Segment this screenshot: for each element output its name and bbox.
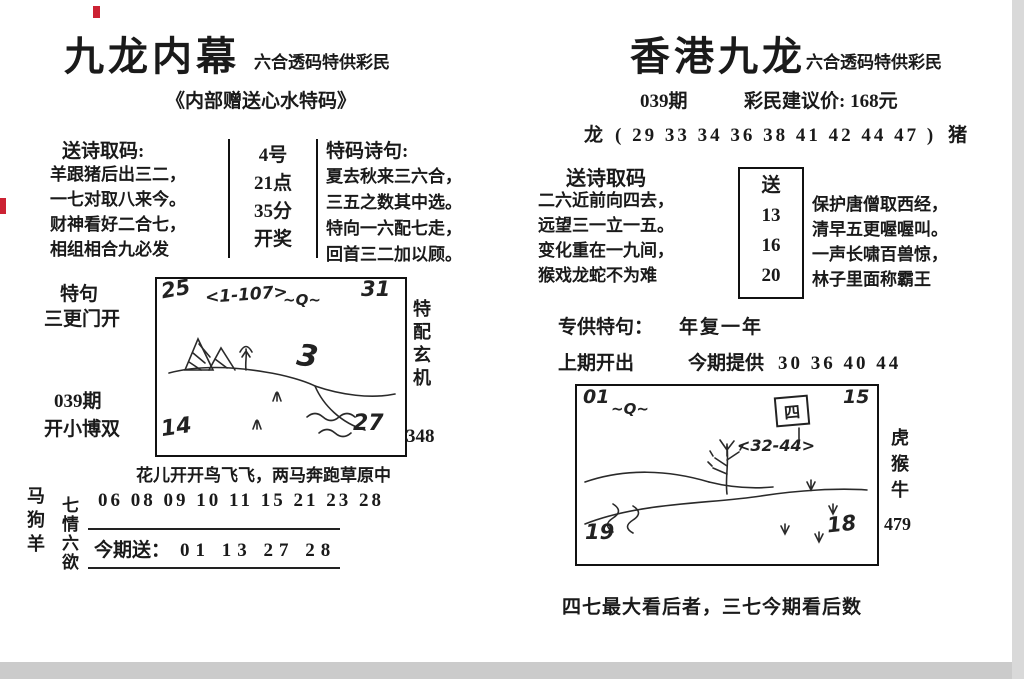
divider-line (88, 528, 340, 530)
poem-line: 一七对取八来今。 (50, 190, 186, 209)
sketch-range: <32-44> (737, 436, 815, 455)
poem-line: 财神看好二合七， (50, 215, 186, 234)
left-draw-info-box: 4号 21点 35分 开奖 (228, 139, 318, 258)
today-send-numbers: 01 13 27 28 (180, 540, 337, 561)
special-phrase-value: 年复一年 (679, 317, 764, 338)
poem-line: 二六近前向四去， (538, 191, 674, 210)
right-bottom-caption: 四七最大看后者，三七今期看后数 (562, 597, 863, 618)
left-numbers-row: 06 08 09 10 11 15 21 23 28 (98, 490, 384, 511)
zodiac-numbers: ( 29 33 34 36 38 41 42 44 47 ) (615, 125, 937, 146)
poem-line: 特向一六配七走， (326, 219, 462, 238)
poem-line: 回首三二加以顾。 (326, 245, 462, 264)
left-poem-block: 羊跟猪后出三二， 一七对取八来今。 财神看好二合七， 相组相合九必发 (50, 162, 186, 262)
sketch-number: 01 (583, 386, 610, 408)
provide-numbers: 30 36 40 44 (778, 353, 902, 374)
sun-doodle: ~Q~ (611, 400, 649, 418)
left-special-poem-label: 特码诗句: (326, 141, 409, 162)
poem-line: 相组相合九必发 (50, 240, 169, 259)
right-issue-number: 039期 (640, 91, 688, 112)
right-special-phrase-row: 专供特句： 年复一年 (558, 312, 763, 339)
left-sketch-box: 25 <1-107> ~Q~ 31 3 14 27 (155, 274, 407, 457)
right-panel-title: 香港九龙 (630, 34, 806, 79)
draw-info-line: 35分 (253, 201, 292, 222)
send-box-number: 13 (761, 205, 781, 226)
previous-draw-label: 上期开出 (558, 353, 635, 374)
draw-info-line: 21点 (253, 173, 292, 194)
boxed-character: 四 (773, 394, 811, 428)
left-teju-label: 特句 (60, 284, 99, 305)
left-issue-number: 039期 (54, 391, 102, 412)
red-scan-mark (0, 198, 6, 214)
right-poem-block: 二六近前向四去， 远望三一立一五。 变化重在一九间， 猴戏龙蛇不为难 (538, 188, 674, 288)
poem-line: 夏去秋来三六合， (326, 167, 462, 186)
poem-line: 远望三一立一五。 (538, 216, 674, 235)
send-box-number: 16 (761, 235, 781, 256)
left-kaixiao-text: 开小博双 (44, 419, 121, 440)
left-side-vertical-label: 特配玄机 (411, 299, 431, 391)
scan-edge-right (1012, 0, 1024, 679)
right-verse-block: 保护唐僧取西经， 清早五更喔喔叫。 一声长啸百兽惊， 林子里面称霸王 (812, 192, 948, 292)
send-box-number: 20 (761, 265, 781, 286)
left-zodiac-vertical: 马狗羊 (25, 486, 45, 558)
today-send-label: 今期送： (94, 540, 171, 561)
left-phrase-vertical: 七情六欲 (59, 496, 78, 572)
right-side-number: 479 (884, 514, 911, 534)
left-teju-text: 三更门开 (44, 309, 121, 330)
draw-info-line: 4号 (258, 145, 288, 166)
sketch-number: 19 (585, 520, 615, 544)
right-panel-subtitle: 六合透码特供彩民 (806, 53, 942, 72)
right-sketch-box: 01 ~Q~ 15 四 <32-44> 19 18 (575, 384, 879, 566)
sketch-number: 25 (159, 274, 193, 304)
right-zodiac-vertical: 虎猴牛 (889, 428, 909, 506)
right-sketch-drawing (584, 427, 868, 544)
poem-line: 一声长啸百兽惊， (812, 245, 948, 264)
poem-line: 羊跟猪后出三二， (50, 165, 186, 184)
red-scan-mark (93, 6, 100, 18)
right-zodiac-row: 龙 ( 29 33 34 36 38 41 42 44 47 ) 猪 (584, 120, 967, 147)
left-tagline: 《内部赠送心水特码》 (166, 91, 357, 112)
poem-line: 林子里面称霸王 (812, 270, 931, 289)
sketch-number: 27 (353, 411, 384, 436)
right-price: 彩民建议价: 168元 (744, 91, 898, 112)
left-sketch-drawing (168, 337, 396, 438)
left-poem-label: 送诗取码: (62, 141, 145, 162)
right-send-box: 送 13 16 20 (738, 167, 804, 299)
left-panel-subtitle: 六合透码特供彩民 (254, 53, 390, 72)
zodiac-head: 龙 (584, 125, 604, 146)
provide-label: 今期提供 (688, 353, 765, 374)
zodiac-tail: 猪 (948, 125, 968, 146)
draw-info-line: 开奖 (253, 229, 292, 250)
scan-edge-bottom (0, 662, 1024, 679)
right-previous-draw-row: 上期开出 今期提供 30 36 40 44 (558, 348, 901, 375)
sun-doodle: ~Q~ (283, 291, 321, 309)
poem-line: 三五之数其中选。 (326, 193, 462, 212)
sketch-number: 31 (361, 277, 391, 301)
right-poem-label: 送诗取码 (566, 168, 646, 190)
send-box-label: 送 (761, 175, 781, 196)
poem-line: 清早五更喔喔叫。 (812, 220, 948, 239)
left-special-poem-block: 夏去秋来三六合， 三五之数其中选。 特向一六配七走， 回首三二加以顾。 (326, 164, 462, 268)
poem-line: 保护唐僧取西经， (812, 195, 948, 214)
sketch-number: 14 (159, 412, 194, 443)
poem-line: 猴戏龙蛇不为难 (538, 266, 657, 285)
left-today-send-row: 今期送： 01 13 27 28 (94, 535, 336, 562)
poem-line: 变化重在一九间， (538, 241, 674, 260)
left-caption: 花儿开开鸟飞飞，两马奔跑草原中 (136, 466, 391, 485)
divider-line (88, 567, 340, 569)
left-side-number: 348 (406, 426, 435, 447)
left-panel-title: 九龙内幕 (64, 34, 240, 79)
sketch-number: 18 (825, 510, 858, 538)
special-phrase-label: 专供特句： (558, 317, 654, 338)
sketch-number: 15 (843, 386, 870, 408)
